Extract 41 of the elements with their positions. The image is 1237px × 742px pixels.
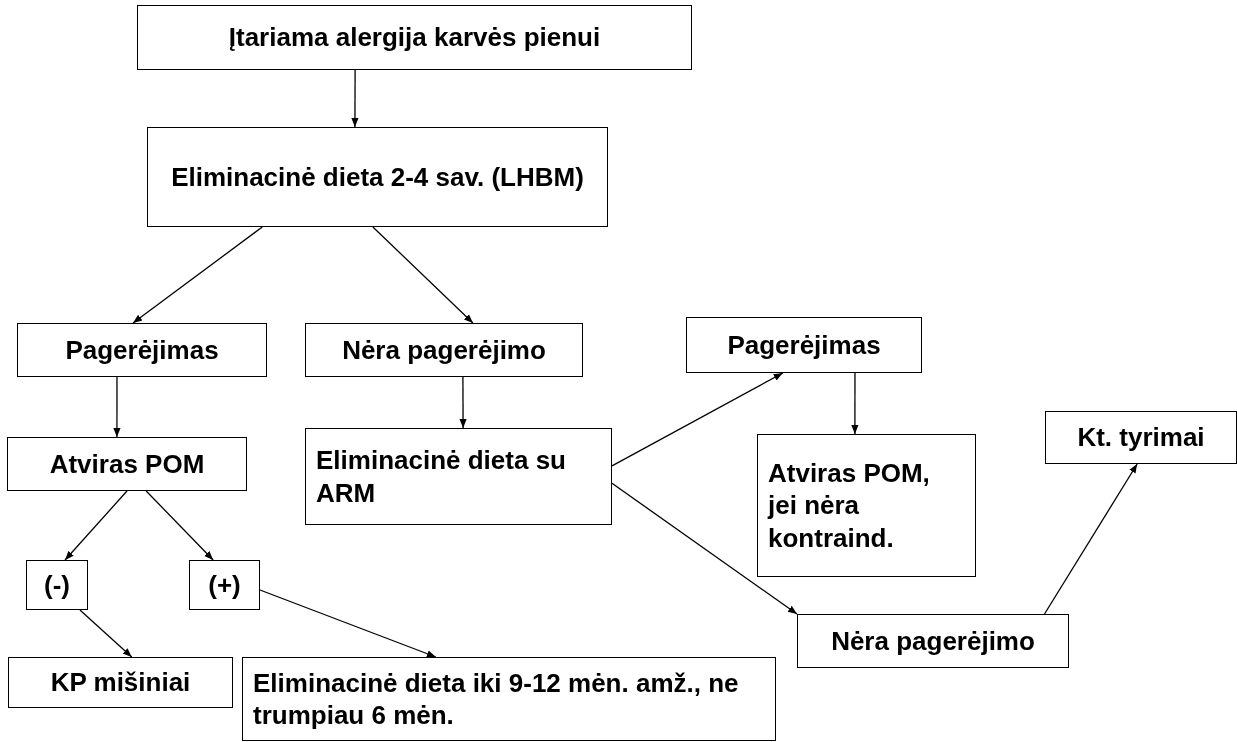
box-label: (-) xyxy=(43,568,71,602)
box-label: Atviras POM xyxy=(48,447,206,481)
box-label: Atviras POM, jei nėra kontraind. xyxy=(768,456,931,555)
box-label: Kt. tyrimai xyxy=(1076,421,1206,454)
box-label: Eliminacinė dieta 2-4 sav. (LHBM) xyxy=(170,160,585,194)
process-box xyxy=(797,614,1069,668)
process-box xyxy=(242,657,776,741)
process-box xyxy=(8,657,233,708)
arrow xyxy=(113,376,121,438)
box-label: Pagerėjimas xyxy=(726,328,882,362)
arrow xyxy=(351,69,359,128)
box-label: Pagerėjimas xyxy=(64,333,220,367)
box-label: KP mišiniai xyxy=(49,666,192,699)
box-label: Eliminacinė dieta iki 9-12 mėn. amž., ne trumpiau 6 mėn. xyxy=(253,666,740,732)
arrow xyxy=(64,490,128,561)
arrow xyxy=(132,226,263,324)
process-box xyxy=(757,434,976,577)
process-box xyxy=(1045,411,1237,464)
arrow xyxy=(1043,463,1138,615)
arrow xyxy=(259,589,437,658)
process-box xyxy=(305,428,612,525)
arrow xyxy=(459,376,467,429)
process-box xyxy=(147,127,608,227)
process-box xyxy=(26,560,88,610)
arrow xyxy=(372,226,474,324)
process-box xyxy=(686,317,922,373)
box-label: Eliminacinė dieta su ARM xyxy=(316,444,567,509)
process-box xyxy=(189,560,260,610)
arrow xyxy=(79,609,133,658)
arrow xyxy=(611,482,798,615)
arrow xyxy=(851,372,859,435)
box-label: (+) xyxy=(207,568,242,602)
arrow xyxy=(611,372,784,467)
process-box xyxy=(305,323,583,377)
box-label: Nėra pagerėjimo xyxy=(830,624,1036,658)
process-box xyxy=(17,323,267,377)
box-label: Įtariama alergija karvės pienui xyxy=(227,21,602,54)
process-box xyxy=(7,437,247,491)
box-label: Nėra pagerėjimo xyxy=(341,333,547,367)
arrow xyxy=(145,490,214,561)
process-box xyxy=(137,5,692,70)
